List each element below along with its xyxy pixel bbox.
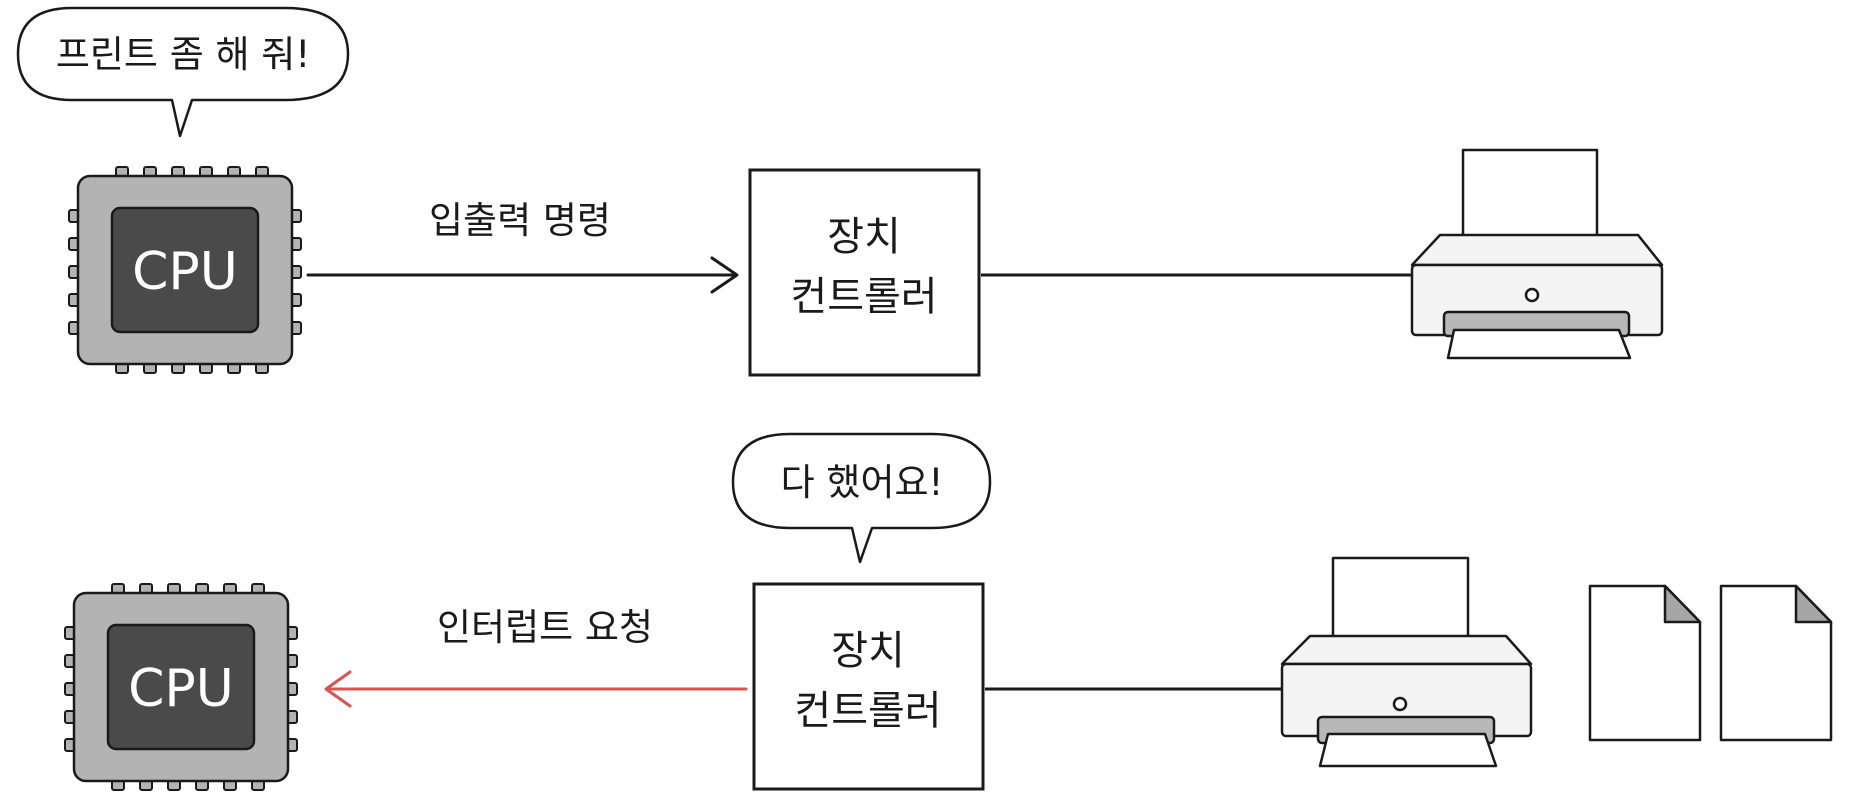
controller-line1-top: 장치 [827,214,901,260]
speech-bubble-bottom: 다 했어요! [731,432,992,564]
interrupt-request-arrow [324,670,748,708]
device-controller-bottom: 장치 컨트롤러 [752,582,985,791]
document-icon-2 [1719,584,1833,742]
cpu-label-bottom: CPU [128,659,234,719]
io-command-arrow [306,256,739,294]
io-command-label: 입출력 명령 [429,199,611,242]
speech-bubble-top: 프린트 좀 해 줘! [16,6,350,138]
device-controller-top: 장치 컨트롤러 [748,168,981,377]
cpu-label-top: CPU [132,242,238,302]
controller-line2-bottom: 컨트롤러 [794,688,941,734]
document-icon-1 [1588,584,1702,742]
interrupt-request-label: 인터럽트 요청 [437,606,653,649]
controller-line1-bottom: 장치 [831,628,905,674]
speech-text-top: 프린트 좀 해 줘! [56,33,310,76]
printer-top [1410,148,1664,360]
cpu-chip-bottom: CPU [64,583,298,791]
speech-text-bottom: 다 했어요! [781,461,944,504]
controller-line2-top: 컨트롤러 [790,274,937,320]
printer-bottom [1280,556,1533,768]
cpu-chip-top: CPU [68,166,302,374]
